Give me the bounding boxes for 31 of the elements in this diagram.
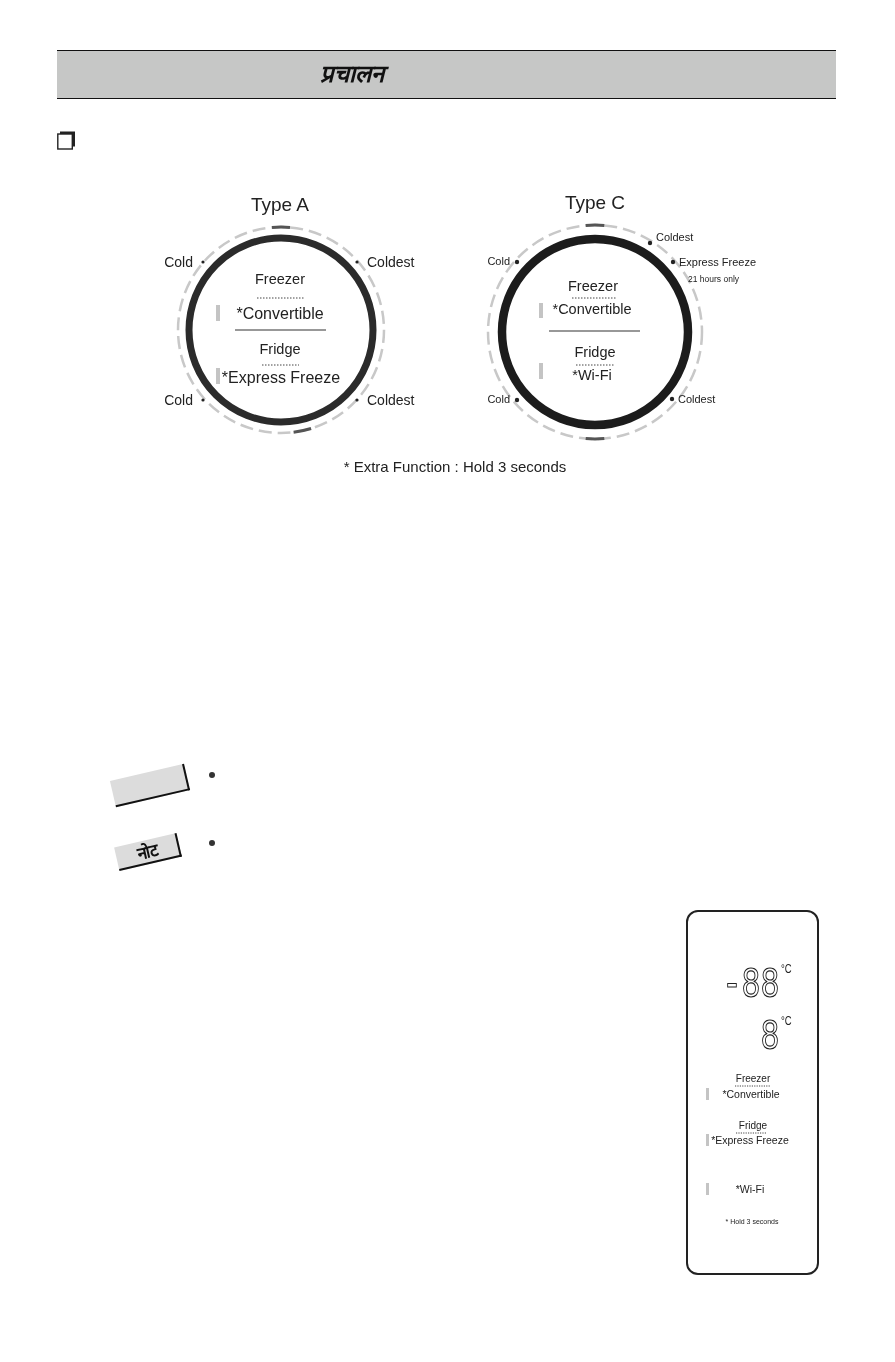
setting-label: Coldest <box>678 393 716 407</box>
mode-label: Fridge <box>738 1120 768 1132</box>
function-label: *Express Freeze <box>221 368 341 388</box>
note-label: नोट <box>135 839 161 865</box>
note-text: 21 hours only <box>688 273 740 285</box>
setting-label: Coldest <box>367 391 415 409</box>
function-label: *Wi-Fi <box>572 367 612 385</box>
setting-label: Coldest <box>367 253 415 271</box>
dial-heading: Type A <box>250 193 310 217</box>
mode-label: Freezer <box>735 1073 771 1085</box>
function-label: *Wi-Fi <box>735 1182 765 1196</box>
mode-label: Freezer <box>255 271 305 289</box>
function-label: *Express Freeze <box>711 1133 789 1147</box>
mode-label: Freezer <box>568 278 618 296</box>
temperature-readout: -88$^{°C}$ <box>721 961 793 1009</box>
display-panel <box>686 910 819 1275</box>
setting-label: Express Freeze <box>679 256 757 270</box>
temperature-readout: 8$^{°C}$ <box>759 1013 793 1061</box>
setting-label: Cold <box>164 391 193 409</box>
dial-heading: Type C <box>564 191 626 215</box>
setting-label: Cold <box>487 255 510 269</box>
function-label: *Convertible <box>722 1087 780 1101</box>
mode-label: Fridge <box>259 341 301 359</box>
page-title: प्रचालन <box>316 54 388 94</box>
footnote: * Extra Function : Hold 3 seconds <box>343 458 567 476</box>
function-label: *Convertible <box>236 304 324 324</box>
setting-label: Cold <box>487 393 510 407</box>
setting-label: Cold <box>164 253 193 271</box>
function-label: *Convertible <box>552 301 632 319</box>
mode-label: Fridge <box>574 344 616 362</box>
setting-label: Coldest <box>656 231 694 245</box>
